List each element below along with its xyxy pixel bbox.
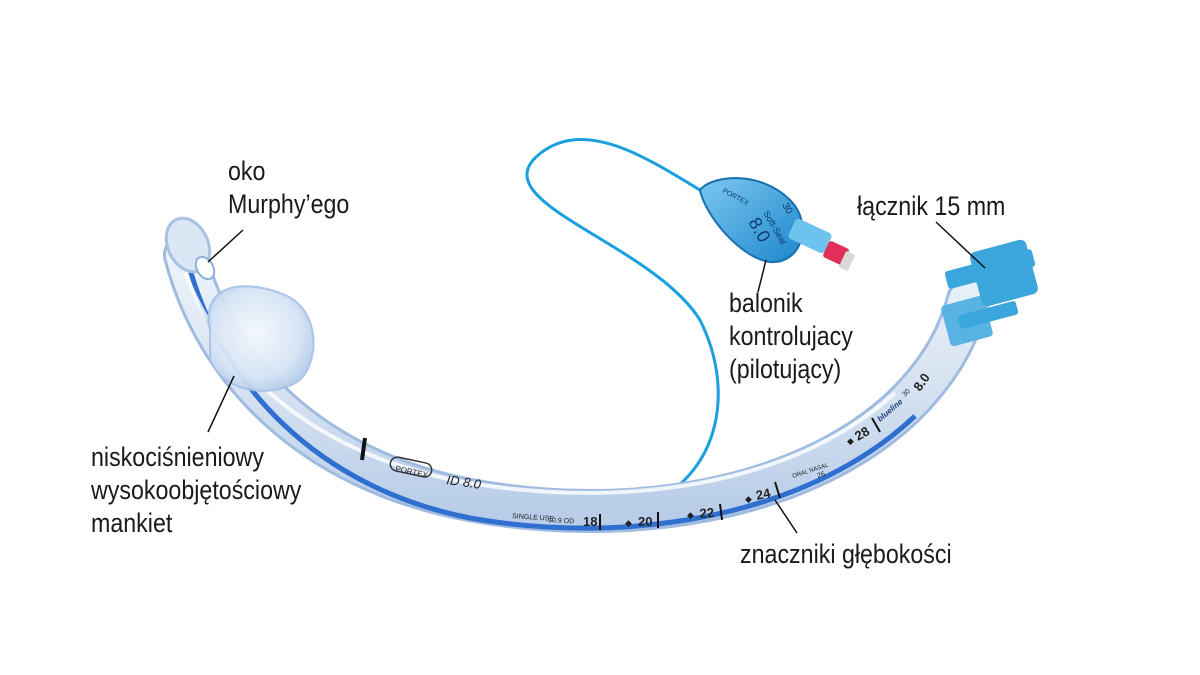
label-cuff: niskociśnieniowy wysokoobjętościowy mank…: [91, 441, 301, 540]
depth-diamond-20: ◆: [625, 518, 632, 528]
depth-tick-24: [774, 481, 781, 499]
depth-diamond-22: ◆: [687, 510, 694, 520]
depth-tick-22: [719, 503, 723, 521]
leader-connector: [935, 221, 986, 269]
label-pilot-balloon-line-2: kontrolujacy: [729, 321, 853, 351]
depth-mark-24: 24: [755, 485, 773, 503]
depth-diamond-24: ◆: [745, 494, 752, 504]
nasal-mark-print: 26: [816, 471, 826, 480]
label-connector: łącznik 15 mm: [857, 190, 1005, 223]
label-cuff-line-1: niskociśnieniowy: [91, 442, 264, 472]
pilot-valve-red: [823, 241, 849, 265]
pilot-line: [525, 138, 720, 505]
depth-mark-22: 22: [699, 505, 715, 521]
label-pilot-balloon: balonik kontrolujacy (pilotujący): [729, 287, 853, 386]
depth-mark-28: 28: [852, 423, 872, 443]
label-depth-markers-line-1: znaczniki głębokości: [740, 539, 952, 569]
label-cuff-line-3: mankiet: [91, 508, 173, 538]
leader-murphy-eye: [207, 229, 244, 263]
id-print: ID 8.0: [446, 472, 483, 492]
label-murphy-eye-line-1: oko: [228, 156, 266, 186]
leader-lines: [207, 221, 986, 534]
label-pilot-balloon-line-3: (pilotujący): [729, 354, 842, 384]
leader-depth-markers: [774, 499, 798, 534]
label-pilot-balloon-line-1: balonik: [729, 288, 803, 318]
od-print: 10.9 OD: [548, 517, 574, 525]
label-connector-line-1: łącznik 15 mm: [857, 191, 1006, 221]
tube-tip: [164, 216, 216, 281]
label-murphy-eye-line-2: Murphy’ego: [228, 189, 350, 219]
brand-box: [389, 456, 433, 478]
depth-tick-28: [871, 417, 881, 433]
depth-mark-18: 18: [583, 514, 597, 529]
cuff-depth-band: [360, 437, 367, 461]
cuff: [207, 285, 315, 392]
label-depth-markers: znaczniki głębokości: [740, 538, 952, 571]
pilot-balloon: 8.0 Soft-Seal PORTEX 30: [698, 177, 855, 271]
leader-cuff: [207, 375, 235, 433]
depth-diamond-28: ◆: [847, 436, 854, 446]
pilot-mark-print: 30: [779, 201, 794, 217]
single-use-print: SINGLE USE: [512, 513, 555, 523]
label-cuff-line-2: wysokoobjętościowy: [91, 475, 302, 505]
label-murphy-eye: oko Murphy’ego: [228, 155, 349, 221]
connector-15mm: [941, 239, 1038, 347]
blueline-mark-print: 30: [901, 388, 912, 399]
murphy-eye-hole: [194, 255, 216, 281]
depth-mark-20: 20: [638, 514, 652, 529]
leader-pilot-balloon: [757, 259, 767, 293]
